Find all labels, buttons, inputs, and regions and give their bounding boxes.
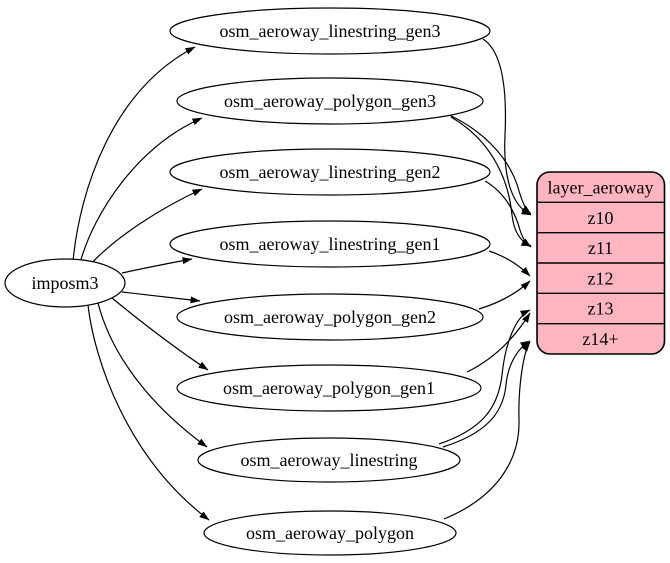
layer-aeroway-row-z10: z10 xyxy=(588,208,614,228)
node-linestring-gen1-label: osm_aeroway_linestring_gen1 xyxy=(220,234,441,254)
node-osm-aeroway-polygon: osm_aeroway_polygon xyxy=(203,510,457,556)
node-osm-aeroway-linestring-gen1: osm_aeroway_linestring_gen1 xyxy=(169,220,491,268)
node-polygon-gen2-ellipse xyxy=(176,293,484,341)
node-osm-aeroway-linestring: osm_aeroway_linestring xyxy=(197,437,461,483)
edge-linestring-gen2-z11 xyxy=(484,180,532,248)
edge-imposm3-polygon-gen2 xyxy=(121,291,201,304)
node-layer-aeroway: layer_aeroway z10 z11 z12 z13 z14+ xyxy=(536,171,666,355)
node-linestring-gen2-label: osm_aeroway_linestring_gen2 xyxy=(220,162,441,182)
edge-imposm3-polygon-gen1 xyxy=(111,297,209,371)
node-polygon-ellipse xyxy=(203,510,457,556)
edge-linestring-z14 xyxy=(442,340,531,448)
edge-imposm3-polygon-gen3 xyxy=(79,117,203,264)
edge-polygon-gen1-z13 xyxy=(466,312,531,373)
edge-imposm3-linestring-gen1 xyxy=(121,257,193,274)
edge-polygon-z14 xyxy=(443,341,531,520)
node-linestring-gen3-label: osm_aeroway_linestring_gen3 xyxy=(220,21,441,41)
node-imposm3-ellipse xyxy=(4,258,126,308)
edge-imposm3-linestring xyxy=(97,302,208,448)
edge-linestring-z13 xyxy=(438,309,531,445)
node-linestring-gen2-ellipse xyxy=(169,148,491,196)
edge-polygon-gen2-z12 xyxy=(478,280,531,310)
node-osm-aeroway-polygon-gen3: osm_aeroway_polygon_gen3 xyxy=(176,77,484,125)
node-linestring-gen3-ellipse xyxy=(169,7,491,55)
node-osm-aeroway-polygon-gen2: osm_aeroway_polygon_gen2 xyxy=(176,293,484,341)
edge-linestring-gen1-z12 xyxy=(488,250,531,277)
edge-linestring-gen3-z10 xyxy=(482,38,532,216)
node-polygon-gen2-label: osm_aeroway_polygon_gen2 xyxy=(224,307,436,327)
layer-aeroway-title: layer_aeroway xyxy=(548,178,654,198)
node-osm-aeroway-polygon-gen1: osm_aeroway_polygon_gen1 xyxy=(176,364,482,412)
edge-polygon-gen3-z10 xyxy=(446,113,532,215)
edges-from-source xyxy=(72,46,210,521)
edges-to-layer xyxy=(438,38,532,520)
node-polygon-gen1-label: osm_aeroway_polygon_gen1 xyxy=(223,378,435,398)
node-linestring-label: osm_aeroway_linestring xyxy=(241,450,418,470)
node-linestring-ellipse xyxy=(197,437,461,483)
node-polygon-gen3-label: osm_aeroway_polygon_gen3 xyxy=(224,91,436,111)
node-osm-aeroway-linestring-gen3: osm_aeroway_linestring_gen3 xyxy=(169,7,491,55)
edge-imposm3-linestring-gen2 xyxy=(88,188,203,267)
node-imposm3-label: imposm3 xyxy=(31,273,98,293)
layer-aeroway-row-z12: z12 xyxy=(588,269,614,289)
node-imposm3: imposm3 xyxy=(4,258,126,308)
edge-imposm3-polygon xyxy=(87,304,210,521)
node-polygon-gen3-ellipse xyxy=(176,77,484,125)
node-polygon-label: osm_aeroway_polygon xyxy=(246,523,414,543)
node-osm-aeroway-linestring-gen2: osm_aeroway_linestring_gen2 xyxy=(169,148,491,196)
edge-imposm3-linestring-gen3 xyxy=(72,46,196,262)
layer-aeroway-row-z14: z14+ xyxy=(582,329,618,349)
node-linestring-gen1-ellipse xyxy=(169,220,491,268)
node-polygon-gen1-ellipse xyxy=(176,364,482,412)
layer-aeroway-row-z11: z11 xyxy=(588,238,613,258)
layer-aeroway-row-z13: z13 xyxy=(588,299,614,319)
